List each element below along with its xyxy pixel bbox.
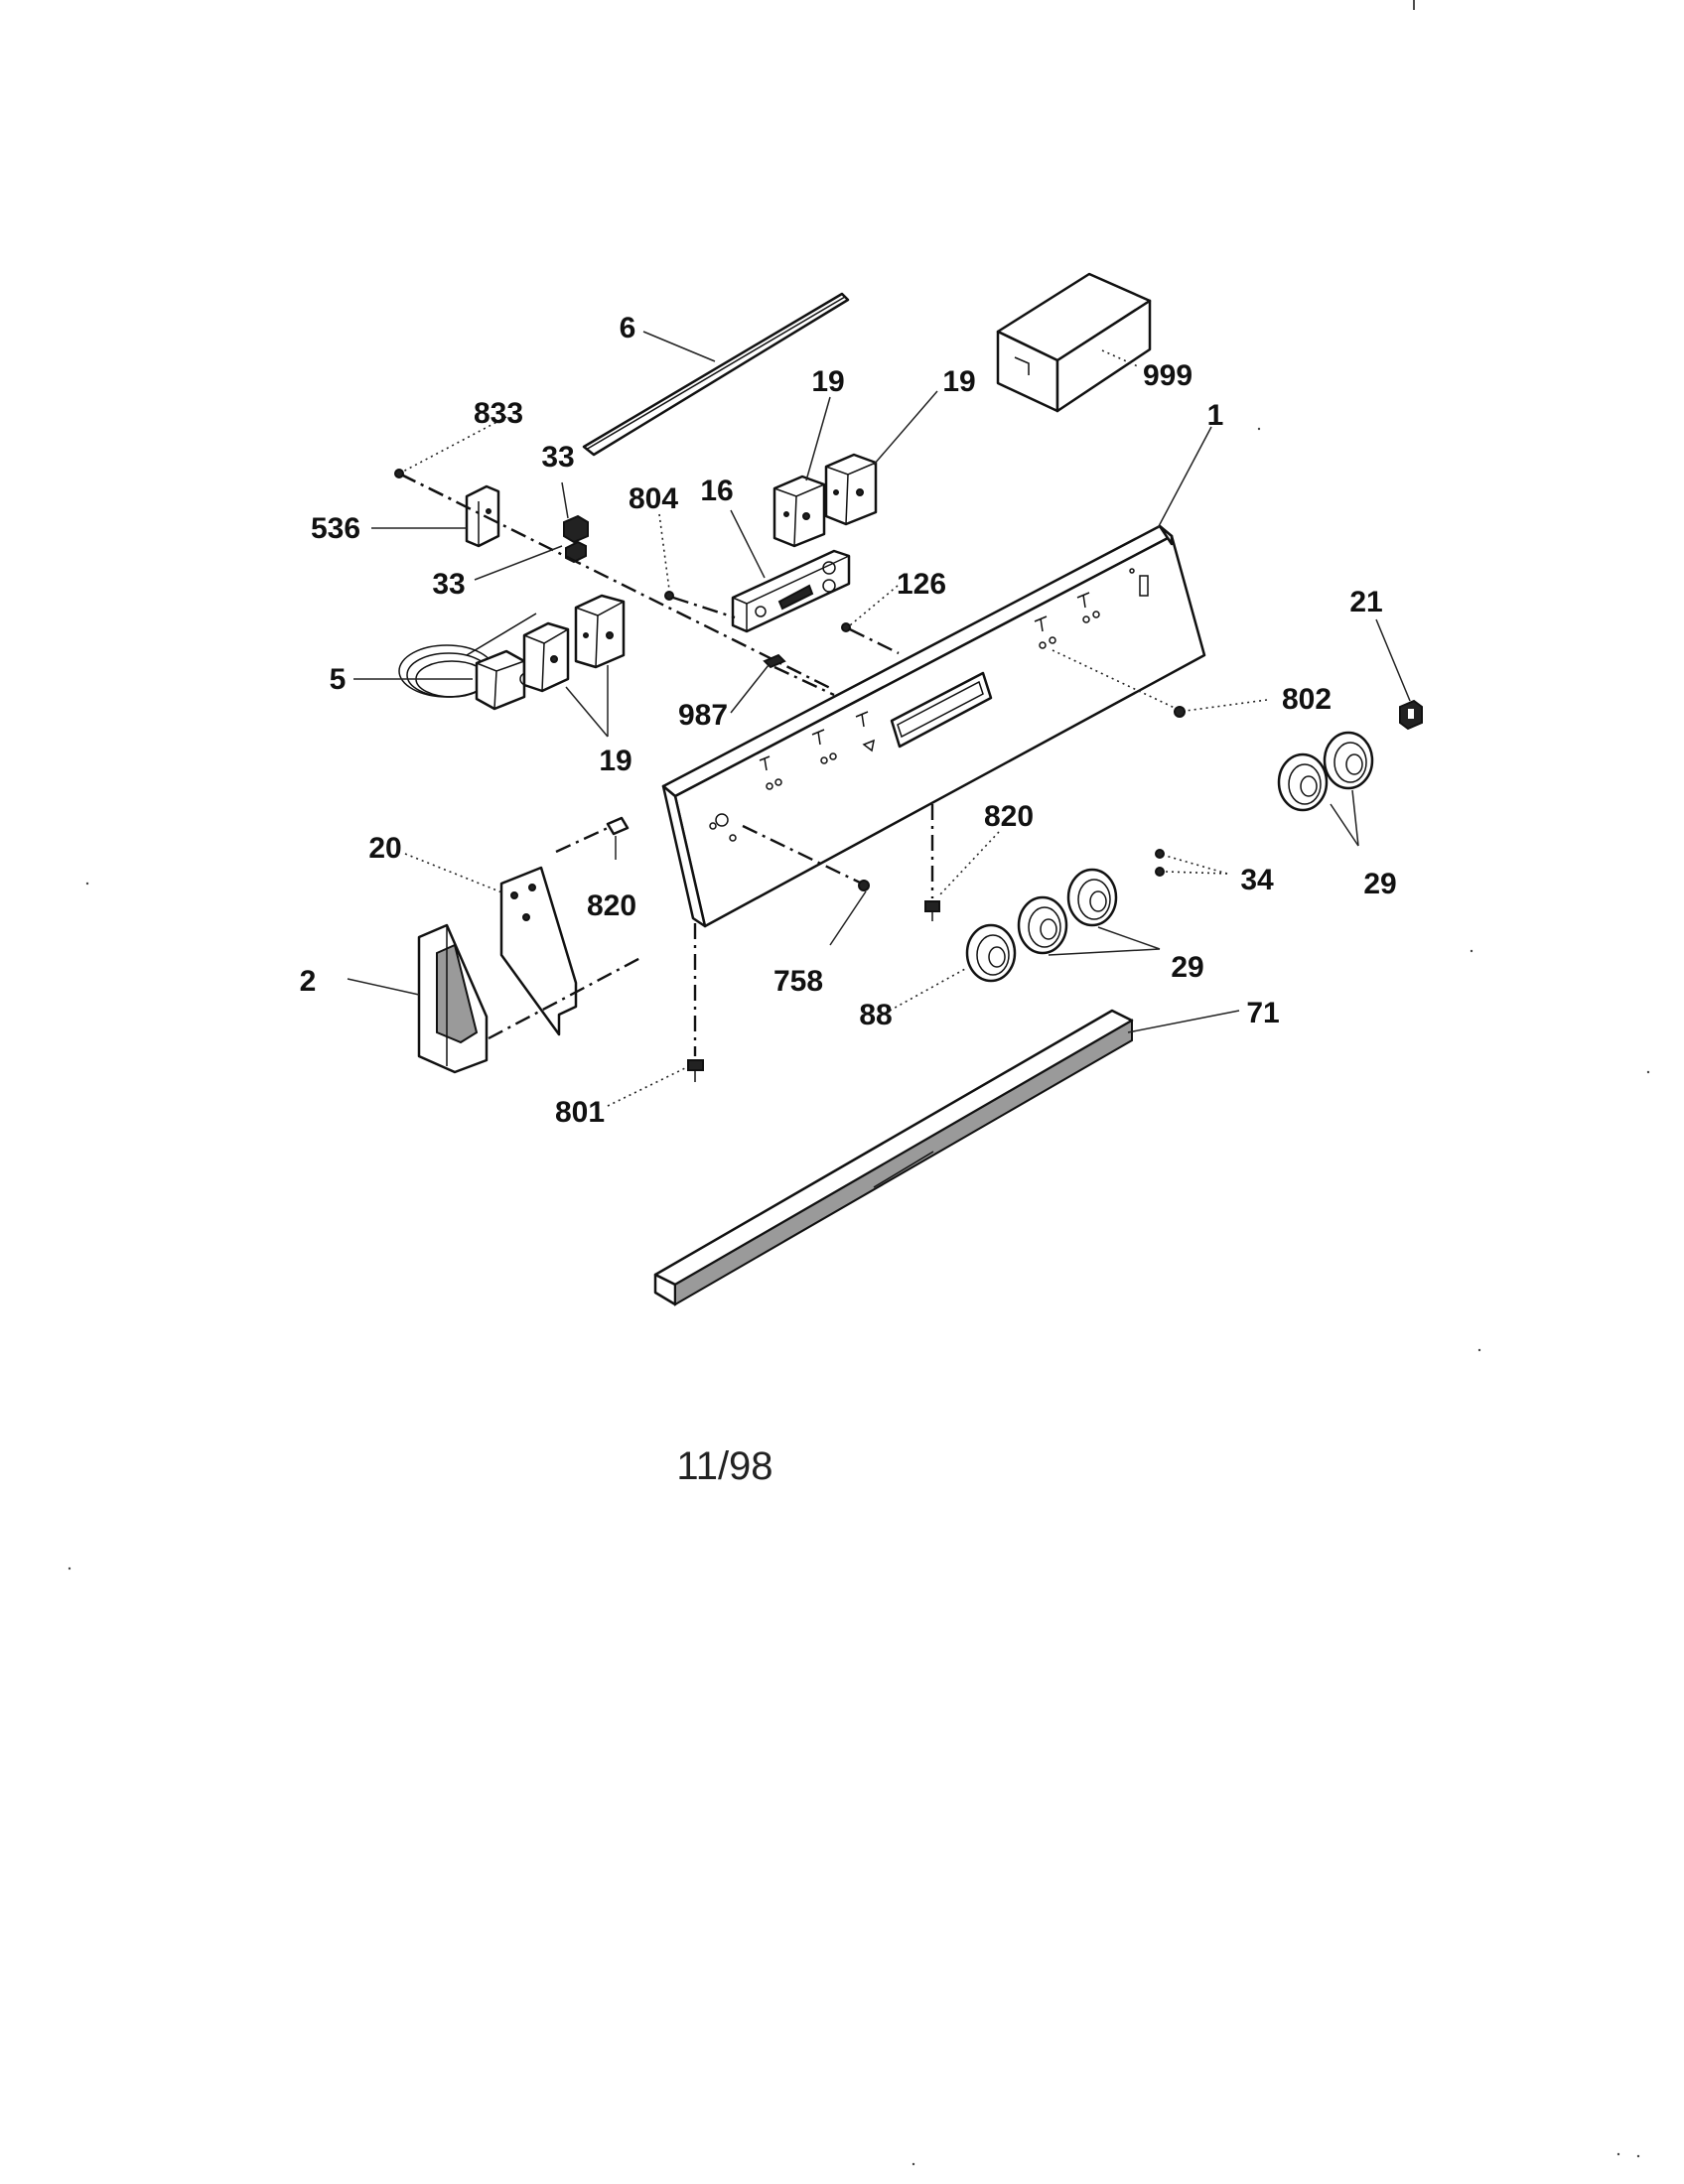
part-126-screw [841, 622, 900, 655]
label-758: 758 [773, 965, 823, 998]
label-126: 126 [897, 568, 946, 601]
part-19-switch-upper-right [824, 453, 878, 526]
part-987-clip [763, 653, 835, 697]
label-29-a: 29 [1363, 868, 1396, 900]
part-1-backguard-panel [661, 524, 1206, 928]
part-804-screw [664, 591, 736, 619]
label-6: 6 [620, 312, 636, 344]
label-2: 2 [300, 965, 317, 998]
label-536: 536 [311, 512, 360, 545]
part-29-knob-upper-b [1323, 731, 1374, 790]
label-804: 804 [629, 482, 678, 515]
footer-date: 11/98 [676, 1444, 772, 1488]
part-802-screw [1052, 649, 1186, 718]
label-88: 88 [859, 999, 892, 1031]
label-987: 987 [678, 699, 728, 732]
part-820-screw-left [555, 816, 630, 854]
scan-specks [68, 0, 1650, 2166]
part-29-knob-upper-a [1277, 752, 1329, 812]
label-820-right: 820 [984, 800, 1034, 833]
part-20-bracket [499, 866, 578, 1036]
part-19-switch-upper-left [772, 475, 826, 548]
part-29-knob-lower-c [1066, 868, 1118, 927]
rod-833-start [400, 473, 453, 501]
part-2-end-cap [417, 923, 641, 1074]
label-19-b: 19 [942, 365, 975, 398]
label-999: 999 [1143, 359, 1193, 392]
label-33-b: 33 [432, 568, 465, 601]
label-33-a: 33 [541, 441, 574, 474]
part-29-knob-lower-b [1017, 895, 1068, 955]
panel-markings [709, 568, 1149, 842]
part-19-switch-lower-left [522, 621, 570, 693]
label-21: 21 [1349, 586, 1382, 618]
part-34-clips [1155, 849, 1165, 877]
part-833-screw [394, 469, 404, 478]
label-820-left: 820 [587, 889, 636, 922]
label-801: 801 [555, 1096, 605, 1129]
leader-lines [347, 331, 1411, 1107]
part-536-bracket [465, 484, 500, 548]
part-29-knob-lower-a [965, 923, 1017, 983]
label-19-c: 19 [599, 745, 632, 777]
part-999-box [996, 272, 1152, 413]
part-801-screw [687, 923, 704, 1082]
part-19-switch-lower-right [574, 594, 626, 669]
label-802: 802 [1282, 683, 1332, 716]
rod-833 [400, 473, 833, 691]
label-19-a: 19 [811, 365, 844, 398]
part-33-lower [565, 540, 587, 564]
label-833: 833 [474, 397, 523, 430]
part-5-thermostat [398, 613, 537, 711]
part-33-upper [563, 514, 589, 544]
label-16: 16 [700, 475, 733, 507]
part-758-screw [742, 824, 870, 891]
label-34: 34 [1240, 864, 1274, 896]
part-16-control-board [731, 549, 851, 633]
part-labels: 6 19 19 999 833 33 804 16 1 536 33 126 2… [300, 312, 1397, 1129]
part-21-indicator [1399, 699, 1423, 731]
part-6-rail [582, 292, 850, 457]
label-5: 5 [330, 663, 347, 696]
label-20: 20 [368, 832, 401, 865]
label-1: 1 [1207, 399, 1224, 432]
label-71: 71 [1246, 997, 1279, 1029]
part-820-screw-middle [924, 804, 940, 921]
part-71-trim-bar [653, 1009, 1134, 1306]
label-29-b: 29 [1171, 951, 1203, 984]
